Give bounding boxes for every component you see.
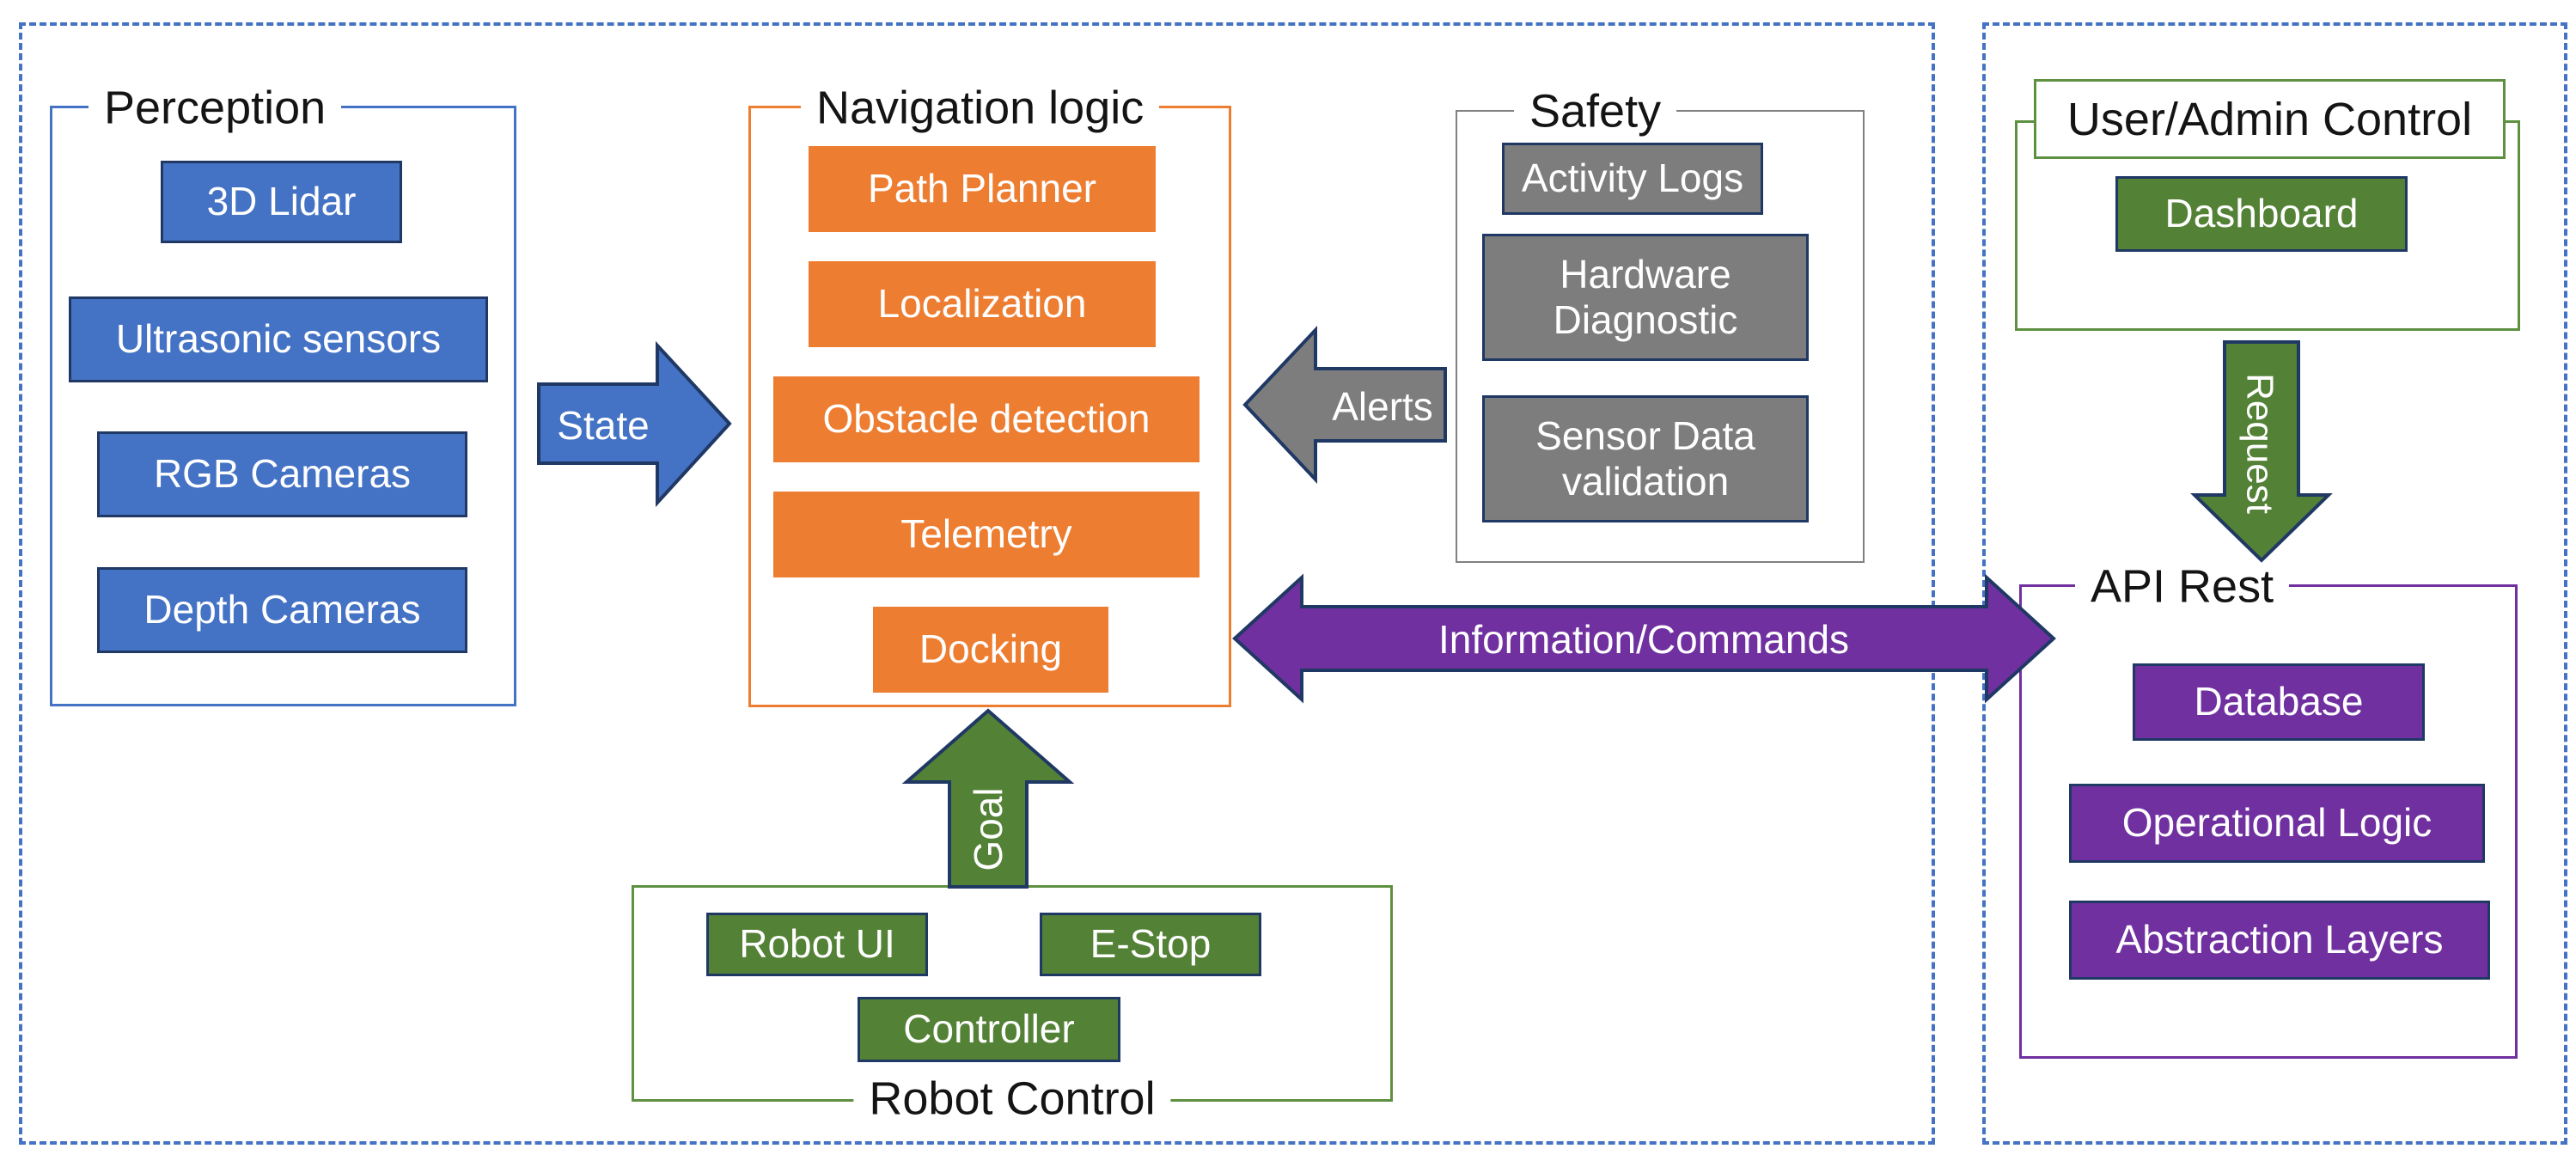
state-arrow-shape [537,340,732,508]
box-rgb-cameras: RGB Cameras [97,431,467,517]
box-docking: Docking [873,607,1108,693]
alerts-arrow: Alerts [1242,325,1447,485]
request-arrow-shape [2190,340,2333,563]
box-3d-lidar: 3D Lidar [161,161,402,243]
safety-group: Safety [1456,85,1865,563]
box-abstraction-layers: Abstraction Layers [2069,901,2490,980]
box-operational-logic: Operational Logic [2069,784,2485,863]
navigation-logic-group: Navigation logic [748,82,1231,707]
api-rest-group: API Rest [2019,560,2518,1059]
information-commands-arrow: Information/Commands [1232,573,2056,704]
box-hardware-diagnostic: Hardware Diagnostic [1482,234,1809,361]
box-obstacle-detection: Obstacle detection [773,376,1199,462]
box-e-stop: E-Stop [1040,913,1261,976]
request-arrow: Request [2190,340,2333,563]
request-arrow-label: Request [2239,373,2281,514]
alerts-arrow-label: Alerts [1332,384,1433,429]
api-rest-group-title: API Rest [2075,560,2290,613]
box-sensor-data-validation: Sensor Data validation [1482,395,1809,522]
state-arrow-label: State [557,403,649,448]
goal-arrow: Goal [901,708,1075,889]
perception-group-title: Perception [89,82,342,134]
user-admin-control-title-box: User/Admin Control [2034,79,2506,159]
information-commands-arrow-label: Information/Commands [1438,617,1849,662]
alerts-arrow-shape [1242,325,1447,485]
perception-group: Perception [50,82,516,706]
box-telemetry: Telemetry [773,492,1199,577]
box-database: Database [2133,663,2425,741]
box-ultrasonic-sensors: Ultrasonic sensors [69,296,488,382]
onboard-system-container [19,22,1935,1145]
box-path-planner: Path Planner [809,146,1156,232]
goal-arrow-shape [901,708,1075,889]
box-depth-cameras: Depth Cameras [97,567,467,653]
box-activity-logs: Activity Logs [1502,143,1763,215]
safety-group-title: Safety [1514,85,1677,137]
box-robot-ui: Robot UI [706,913,928,976]
information-commands-arrow-shape [1232,573,2056,704]
box-localization: Localization [809,261,1156,347]
robot-control-group-title: Robot Control [853,1072,1171,1125]
remote-system-container [1982,22,2567,1145]
state-arrow: State [537,340,732,508]
navigation-logic-group-title: Navigation logic [801,82,1160,134]
goal-arrow-label: Goal [966,787,1010,871]
box-controller: Controller [858,997,1120,1062]
box-dashboard: Dashboard [2115,176,2408,252]
